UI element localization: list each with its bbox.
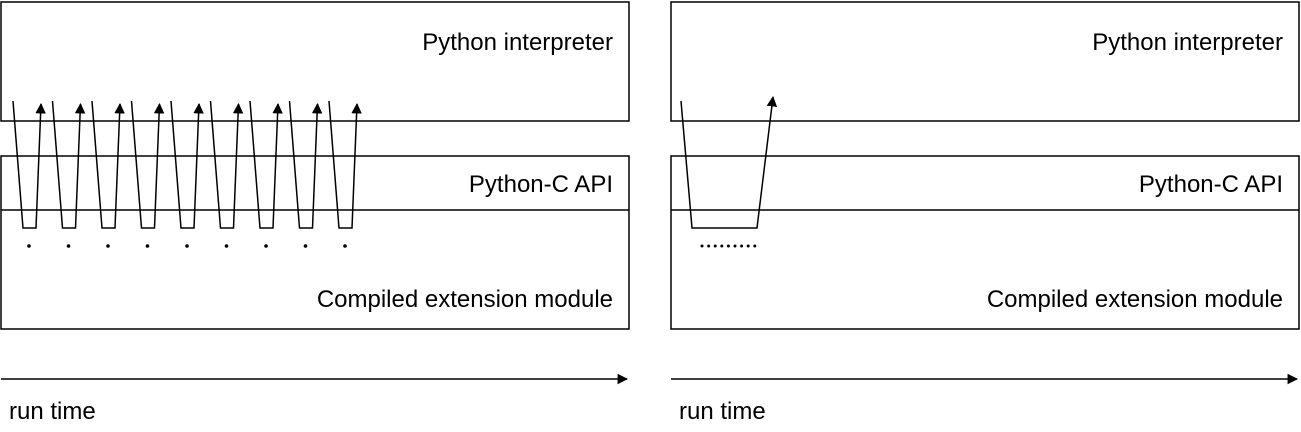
work-dot (707, 244, 711, 248)
python-interpreter-box (670, 1, 1300, 122)
run-time-label: run time (9, 398, 96, 425)
extension-module-label: Compiled extension module (317, 286, 613, 313)
work-dot (713, 244, 717, 248)
extension-module-box (0, 155, 630, 330)
work-dot (106, 244, 110, 248)
work-dot (303, 244, 308, 248)
panel-left: Python interpreter Python-C API Compiled… (0, 1, 630, 425)
work-dot (264, 244, 268, 248)
work-dot (726, 244, 730, 248)
work-dot (145, 244, 150, 248)
python-interpreter-box (0, 1, 630, 122)
python-interpreter-label: Python interpreter (1092, 29, 1283, 56)
work-dot (185, 244, 189, 248)
call-round-trip (12, 100, 46, 229)
left-work-dots (27, 244, 347, 248)
python-interpreter-label: Python interpreter (422, 29, 613, 56)
extension-module-label: Compiled extension module (987, 286, 1283, 313)
work-dot (224, 244, 229, 248)
work-dot (27, 244, 31, 248)
right-call-paths (680, 95, 778, 229)
work-dot (66, 244, 71, 248)
call-round-trip (130, 100, 165, 229)
python-c-api-label: Python-C API (469, 171, 613, 198)
call-round-trip (51, 100, 86, 229)
python-c-api-label: Python-C API (1139, 171, 1283, 198)
right-work-dots (700, 244, 757, 248)
work-dot (343, 244, 347, 248)
panel-right: Python interpreter Python-C API Compiled… (670, 1, 1300, 425)
call-round-trip (249, 100, 283, 229)
call-round-trip (209, 100, 244, 229)
left-call-paths (12, 100, 362, 229)
call-round-trip (288, 100, 323, 229)
work-dot (746, 244, 750, 248)
call-round-trip (170, 100, 204, 229)
work-dot (733, 244, 737, 248)
call-round-trip (328, 100, 362, 229)
run-time-label: run time (679, 398, 766, 425)
work-dot (700, 244, 704, 248)
work-dot (753, 244, 757, 248)
call-round-trip (91, 100, 125, 229)
extension-module-box (670, 155, 1300, 330)
work-dot (720, 244, 724, 248)
work-dot (740, 244, 744, 248)
call-round-trip (680, 95, 778, 229)
